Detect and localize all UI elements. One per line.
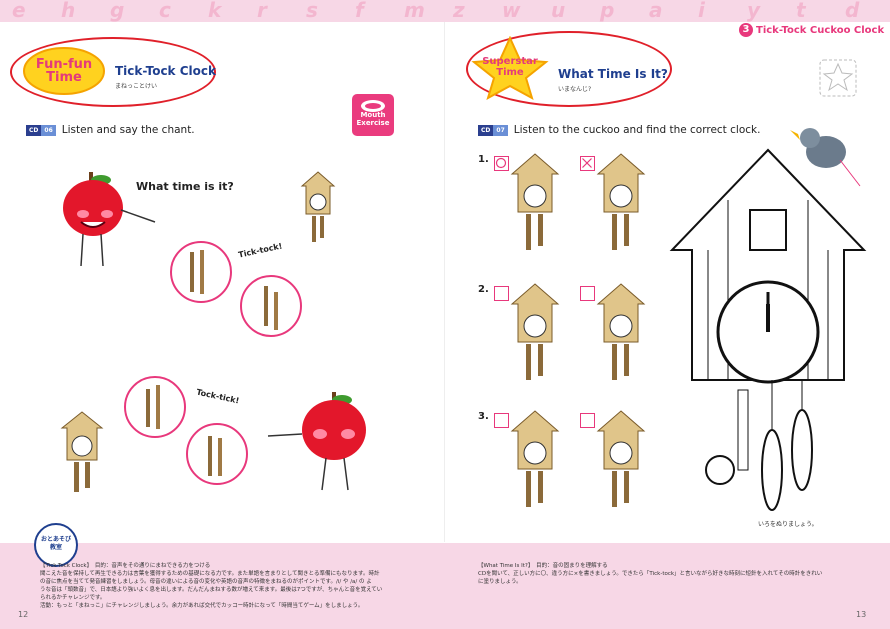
speech-question: What time is it? — [136, 180, 234, 193]
cuckoo-clock-icon — [596, 153, 646, 250]
question-3-box-a[interactable] — [494, 413, 509, 428]
banner-letter: p — [600, 0, 615, 22]
cuckoo-clock-icon — [596, 410, 646, 507]
apple-character-icon — [63, 172, 156, 267]
star-stamp-icon — [819, 59, 857, 97]
footer-left-line: られるかチャレンジです。 — [40, 595, 106, 601]
footer-left-line: うな音は「頭数音」で、日本語より強いよく息を出します。だんだんまねする数が増えて… — [40, 587, 383, 593]
cd-track: 07 — [493, 124, 508, 136]
question-2-box-a[interactable] — [494, 286, 509, 301]
chapter-title: Tick-Tock Cuckoo Clock — [756, 24, 885, 36]
color-note: いろをぬりましょう。 — [758, 521, 818, 528]
banner-letter: s — [306, 0, 318, 22]
cuckoo-clock-icon — [300, 171, 336, 242]
cross-mark-icon — [582, 158, 592, 168]
right-title: What Time Is It? — [558, 67, 668, 81]
question-3-number: 3. — [478, 411, 489, 422]
banner-letter: i — [698, 0, 705, 22]
cd-label: CD — [26, 124, 42, 136]
cuckoo-clock-icon — [510, 153, 560, 250]
cuckoo-clock-icon — [596, 283, 646, 380]
question-1-box-b[interactable] — [580, 156, 595, 171]
cd-track: 06 — [41, 124, 56, 136]
banner-letter: u — [551, 0, 566, 22]
page-divider — [444, 22, 445, 542]
pendulum-bubble-icon — [240, 275, 302, 337]
superstar-badge-icon — [471, 36, 549, 100]
cuckoo-clock-icon — [510, 410, 560, 507]
left-subtitle: まねっことけい — [115, 83, 158, 90]
page-number-right: 13 — [856, 610, 867, 619]
banner-letter: w — [502, 0, 521, 22]
otona-badge: おとあそび 教室 — [34, 523, 78, 567]
footer-right-line: に塗りましょう。 — [478, 579, 522, 585]
banner-letter: d — [845, 0, 860, 22]
banner-letter: t — [796, 0, 806, 22]
banner-letter: c — [159, 0, 171, 22]
page-number-left: 12 — [18, 610, 29, 619]
question-1-box-a[interactable] — [494, 156, 509, 171]
pendulum-bubble-icon — [186, 423, 248, 485]
banner-letter: k — [208, 0, 222, 22]
footer-left-line: 活動：もっと「まねっこ」にチャレンジしましょう。余力があれば交代でカッコー時計に… — [40, 603, 364, 609]
cuckoo-bird-icon — [790, 128, 861, 187]
right-instruction-text: Listen to the cuckoo and find the correc… — [513, 124, 761, 136]
chapter-heading: 3 Tick-Tock Cuckoo Clock — [739, 22, 884, 38]
cuckoo-clock-icon — [510, 283, 560, 380]
cd-label: CD — [478, 124, 494, 136]
banner-letter: h — [61, 0, 76, 22]
banner-letter: g — [110, 0, 125, 22]
teacher-notes-band — [0, 543, 890, 629]
banner-letter: m — [404, 0, 425, 22]
banner-letter: z — [453, 0, 465, 22]
banner-letter: f — [355, 0, 364, 22]
banner-letter: a — [649, 0, 663, 22]
mouth-exercise-badge: Mouth Exercise — [352, 94, 394, 136]
left-header-oval — [10, 37, 216, 107]
coloring-cuckoo-clock-icon — [669, 148, 867, 511]
question-2-number: 2. — [478, 284, 489, 295]
right-subtitle: いまなんじ? — [558, 86, 592, 93]
apple-character-icon — [267, 392, 366, 491]
banner-letter: y — [747, 0, 761, 22]
otona-badge-label: おとあそび 教室 — [40, 536, 71, 551]
pendulum-bubble-icon — [170, 241, 232, 303]
footer-notes-left: 【Tick-Tock Clock】 目的：音声をその通りにまねできる力をつける … — [40, 562, 440, 610]
left-title: Tick-Tock Clock — [115, 64, 216, 78]
fun-fun-badge-icon — [23, 47, 105, 95]
footer-right-line: CDを聞いて、正しい方に〇、違う方に×を書きましょう。できたら「Tick-toc… — [478, 571, 823, 577]
superstar-badge-label: Superstar Time — [482, 56, 538, 78]
tock-tick-label: Tock-tick! — [195, 387, 241, 406]
question-3-box-b[interactable] — [580, 413, 595, 428]
footer-notes-right: 【What Time Is It?】 目的：音の固まりを理解する CDを聞いて、… — [478, 562, 878, 586]
mouth-icon — [361, 100, 385, 112]
footer-right-line: 【What Time Is It?】 目的：音の固まりを理解する — [478, 563, 608, 569]
right-header-oval — [466, 31, 672, 107]
mouth-exercise-label: Mouth Exercise — [356, 111, 390, 127]
banner-letter: e — [12, 0, 26, 22]
banner-letter: r — [257, 0, 267, 22]
question-2-box-b[interactable] — [580, 286, 595, 301]
footer-left-line: 【Tick-Tock Clock】 目的：音声をその通りにまねできる力をつける — [40, 563, 211, 569]
question-1-number: 1. — [478, 154, 489, 165]
fun-fun-badge-label: Fun-fun Time — [35, 57, 93, 85]
pendulum-bubble-icon — [124, 376, 186, 438]
tick-tock-label: Tick-tock! — [237, 241, 284, 260]
left-instruction-text: Listen and say the chant. — [61, 124, 195, 136]
circle-mark-icon — [495, 157, 507, 169]
footer-left-line: の音に焦点を当てて発音練習をしましょう。母音の違いによる音の変化や英語の音声の特… — [40, 579, 372, 585]
footer-left-line: 聞こえた音を保持して再生できる力は言葉を獲得するための基礎になる力です。また単語… — [40, 571, 380, 577]
chapter-number: 3 — [739, 23, 753, 37]
cuckoo-clock-icon — [60, 411, 104, 492]
